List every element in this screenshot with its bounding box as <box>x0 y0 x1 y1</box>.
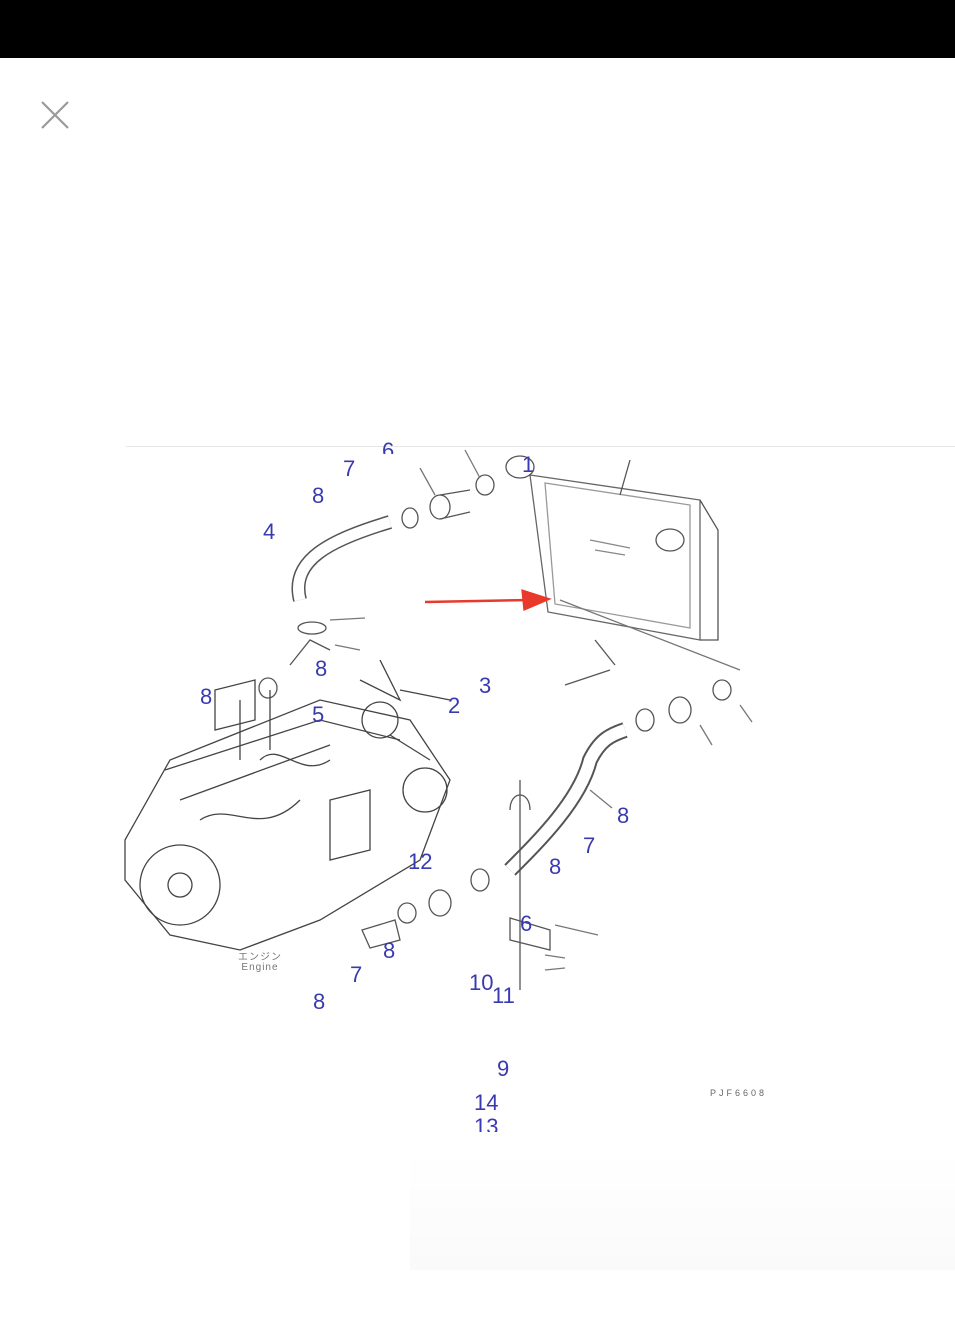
callout-label: 8 <box>617 803 630 828</box>
callout-label: 8 <box>383 938 396 963</box>
callout-label: 8 <box>549 854 562 879</box>
callout-label: 2 <box>448 693 461 718</box>
callout-label: 8 <box>200 684 213 709</box>
callout-label: 7 <box>583 833 596 858</box>
callout-label: 10 <box>469 970 494 995</box>
callout-label: 8 <box>313 989 326 1014</box>
drawing-code: PJF6608 <box>710 1088 768 1098</box>
radiator-drawing <box>505 455 741 671</box>
callout-label: 11 <box>492 983 515 1008</box>
upper-hose-drawing <box>258 474 495 699</box>
callout-label: 9 <box>497 1056 510 1081</box>
lower-hose-drawing <box>361 639 732 990</box>
callout-label: 12 <box>408 849 433 874</box>
callout-label: 1 <box>522 452 535 477</box>
engine-drawing <box>124 659 451 951</box>
red-arrow-icon <box>424 589 552 611</box>
callout-label-cropped: 6 <box>382 440 395 454</box>
callout-label: 13 <box>474 1116 499 1132</box>
callout-label: 8 <box>312 483 325 508</box>
engine-caption-en: Engine <box>241 962 279 973</box>
image-bottom-area <box>410 1150 955 1270</box>
close-button[interactable] <box>38 98 72 132</box>
engine-caption: エンジン Engine <box>238 953 282 973</box>
callout-label: 7 <box>343 456 356 481</box>
callout-label: 5 <box>312 702 325 727</box>
callout-label: 6 <box>520 911 533 936</box>
callout-label: 14 <box>474 1090 499 1115</box>
close-icon <box>41 101 69 129</box>
callout-label: 7 <box>350 962 363 987</box>
callout-label: 3 <box>479 673 492 698</box>
engine-caption-jp: エンジン <box>238 952 282 963</box>
callout-label: 4 <box>263 519 276 544</box>
parts-diagram-image[interactable] <box>0 447 955 1147</box>
status-bar <box>0 0 955 58</box>
image-top-edge <box>126 446 955 447</box>
callout-label: 8 <box>315 656 328 681</box>
